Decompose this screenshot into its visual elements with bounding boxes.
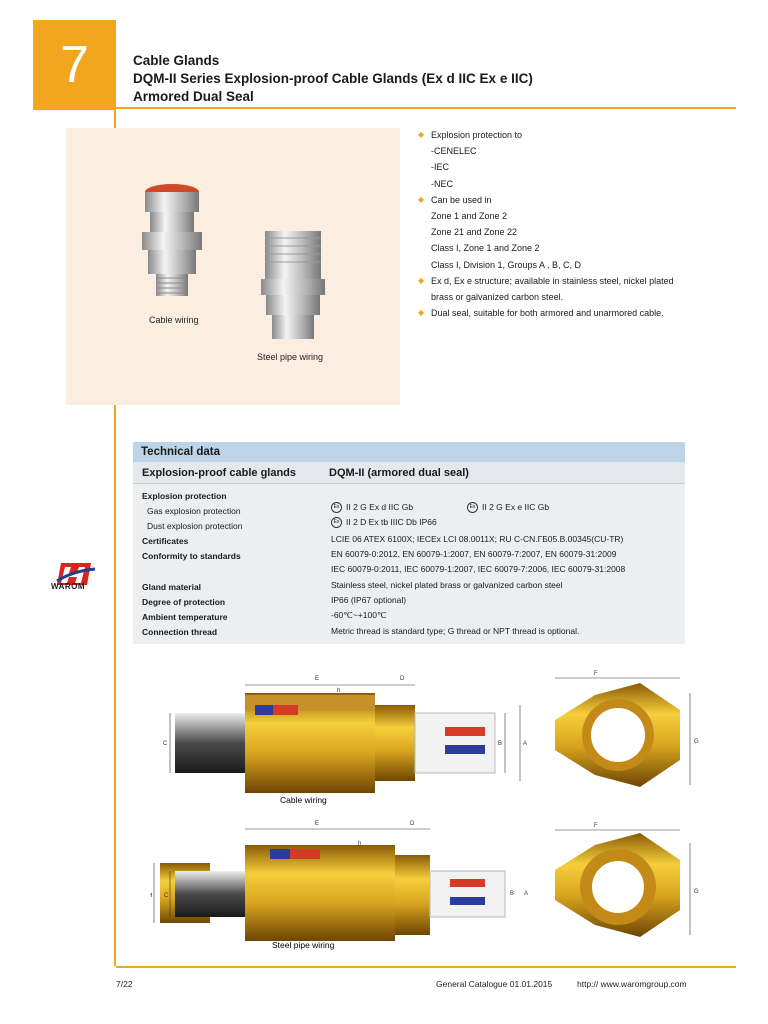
- label-degree: Degree of protection: [142, 597, 226, 607]
- feature-item: Zone 1 and Zone 2: [431, 211, 508, 222]
- dim-f-label: F: [594, 823, 598, 829]
- dim-f-label: F: [594, 671, 598, 677]
- dim-h-label: H: [150, 893, 152, 899]
- ex-mark-icon: Ex: [331, 517, 342, 529]
- dimension-drawings: E D h B A C Cable wiring F G E D h H C: [150, 671, 699, 950]
- dim-b-label: B: [510, 891, 514, 897]
- value-certificates: LCIE 06 ATEX 6100X; IECEx LCI 08.0011X; …: [331, 534, 624, 544]
- cable-wiring-drawing: E D h B A C: [163, 676, 527, 793]
- feature-item: -NEC: [431, 178, 453, 189]
- pipe-photo-caption: Steel pipe wiring: [257, 352, 324, 362]
- cable-gland-end-view: F G: [555, 671, 699, 787]
- pipe-gland-photo: [261, 231, 325, 339]
- label-thread: Connection thread: [142, 627, 218, 637]
- value-conformity-iec: IEC 60079-0:2011, IEC 60079-1:2007, IEC …: [331, 564, 626, 574]
- dim-c-label: C: [163, 741, 168, 747]
- dim-a-label: A: [523, 741, 527, 747]
- feature-item: Explosion protection to: [418, 127, 718, 143]
- feature-item: Class I, Division 1, Groups A , B, C, D: [431, 259, 582, 270]
- label-conformity: Conformity to standards: [142, 551, 241, 561]
- cable-drawing-caption: Cable wiring: [280, 795, 327, 805]
- feature-item: Dual seal, suitable for both armored and…: [418, 305, 718, 321]
- cable-photo-caption: Cable wiring: [149, 315, 199, 325]
- pipe-gland-end-view: F G: [555, 823, 699, 937]
- label-certificates: Certificates: [142, 536, 189, 546]
- column-product-type: Explosion-proof cable glands: [142, 467, 297, 479]
- catalogue-edition: General Catalogue 01.01.2015: [436, 979, 553, 989]
- header-divider: [116, 107, 736, 109]
- value-degree: IP66 (IP67 optional): [331, 595, 407, 605]
- warom-logo-icon: [56, 563, 96, 585]
- product-photos: [142, 184, 325, 339]
- vertical-rule: [114, 110, 116, 966]
- feature-item: brass or galvanized carbon steel.: [431, 292, 564, 303]
- value-ambient: -60℃~+100℃: [331, 610, 387, 620]
- section-title: Cable Glands: [133, 53, 220, 68]
- dim-h-small-label: h: [337, 688, 340, 694]
- product-subtitle: Armored Dual Seal: [133, 89, 254, 104]
- label-ambient: Ambient temperature: [142, 612, 228, 622]
- product-title: DQM-II Series Explosion-proof Cable Glan…: [133, 71, 533, 86]
- feature-item: -CENELEC: [431, 146, 477, 157]
- feature-item: Ex d, Ex e structure; available in stain…: [418, 273, 718, 289]
- dim-c-label: C: [164, 893, 169, 899]
- label-gland-material: Gland material: [142, 582, 202, 592]
- ex-mark-icon: Ex: [467, 502, 478, 514]
- dim-e-label: E: [315, 676, 319, 682]
- ex-mark-icon: Ex: [331, 502, 342, 514]
- footer-divider: [116, 966, 736, 968]
- technical-data-heading: Technical data: [133, 442, 685, 462]
- feature-list: Explosion protection to -CENELEC -IEC -N…: [418, 127, 718, 322]
- product-photo-panel: Cable wiring Steel pipe wiring: [66, 128, 400, 405]
- dim-g-label: G: [694, 739, 699, 745]
- value-gland-material: Stainless steel, nickel plated brass or …: [331, 580, 563, 590]
- label-explosion-protection: Explosion protection: [142, 491, 227, 501]
- dim-d-label: D: [410, 821, 415, 827]
- value-conformity-en: EN 60079-0:2012, EN 60079-1:2007, EN 600…: [331, 549, 617, 559]
- pipe-wiring-drawing: E D h H C B A: [150, 821, 528, 941]
- feature-item: Class I, Zone 1 and Zone 2: [431, 243, 540, 254]
- chapter-number-box: 7: [33, 20, 116, 110]
- chapter-number: 7: [60, 36, 89, 94]
- page-number: 7/22: [116, 979, 133, 989]
- dim-b-label: B: [498, 741, 502, 747]
- label-gas: Gas explosion protection: [147, 506, 241, 516]
- label-dust: Dust explosion protection: [147, 521, 243, 531]
- technical-data-table: Explosion protection Gas explosion prote…: [133, 484, 685, 644]
- feature-item: Zone 21 and Zone 22: [431, 227, 518, 238]
- dim-d-label: D: [400, 676, 405, 682]
- value-thread: Metric thread is standard type; G thread…: [331, 626, 580, 636]
- cable-gland-photo: [142, 184, 202, 296]
- logo-wordmark: WAROM: [51, 582, 86, 591]
- dim-e-label: E: [315, 821, 319, 827]
- column-model: DQM-II (armored dual seal): [329, 467, 469, 479]
- website-link[interactable]: http:// www.waromgroup.com: [577, 979, 687, 989]
- technical-subheader: Explosion-proof cable glands DQM-II (arm…: [133, 462, 685, 484]
- dim-h-small-label: h: [358, 841, 361, 847]
- dim-g-label: G: [694, 889, 699, 895]
- dim-a-label: A: [524, 891, 528, 897]
- pipe-drawing-caption: Steel pipe wiring: [272, 940, 335, 950]
- feature-item: Can be used in: [418, 192, 718, 208]
- feature-item: -IEC: [431, 162, 449, 173]
